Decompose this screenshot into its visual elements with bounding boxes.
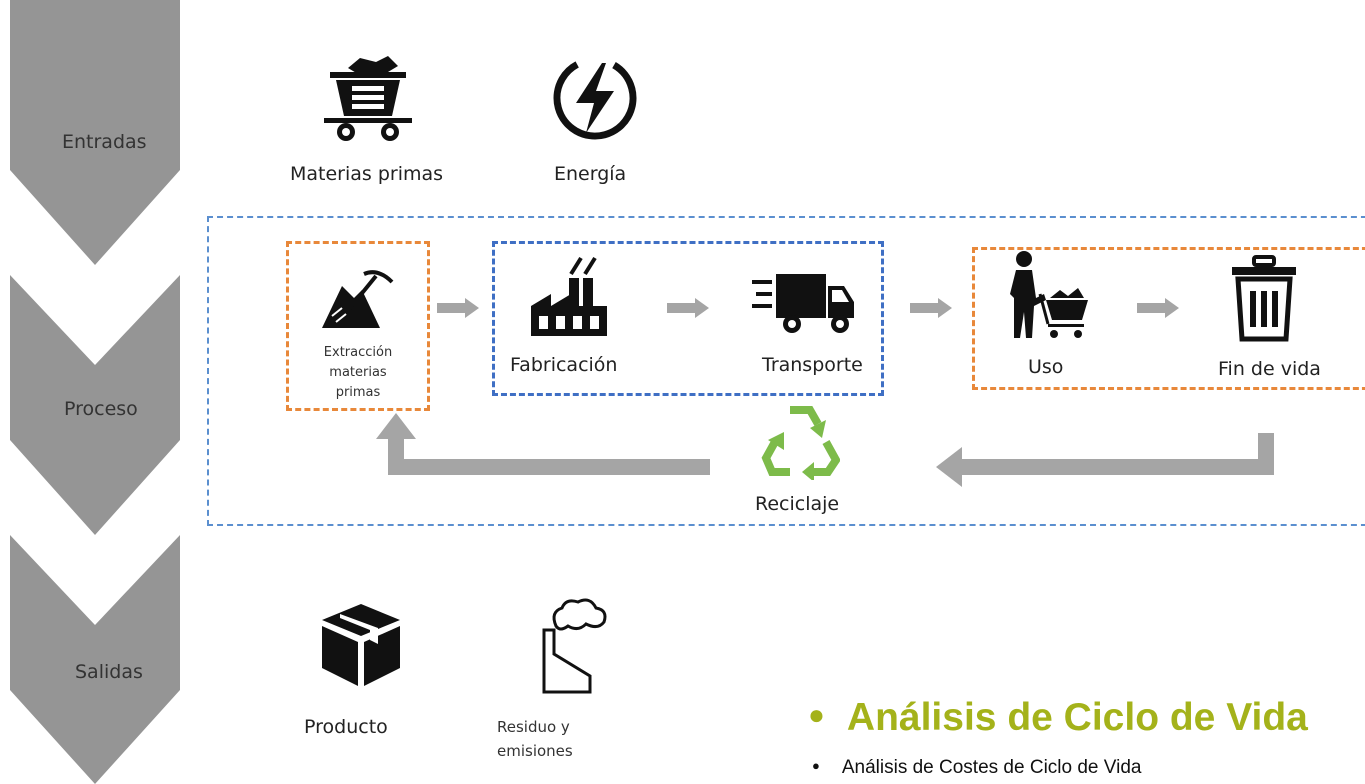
arrow-recycle-to-extraction: [376, 413, 710, 475]
label-raw-materials: Materias primas: [290, 163, 444, 185]
factory-smoke-icon: [542, 598, 607, 694]
stage-label-process: Proceso: [64, 398, 138, 420]
label-manufacturing: Fabricación: [510, 354, 618, 376]
manufacturing-transport-box: [492, 241, 884, 396]
arrow-manufacturing-to-transport: [667, 298, 709, 318]
mine-cart-icon: [324, 56, 412, 141]
bullet-title: ●Análisis de Ciclo de Vida: [808, 696, 1308, 739]
bullet-subtitle: ●Análisis de Costes de Ciclo de Vida: [812, 757, 1142, 778]
factory-icon: [531, 256, 607, 336]
chevron-outputs: [10, 535, 180, 784]
lightning-icon: [553, 56, 637, 140]
arrow-use-to-endoflife: [1137, 298, 1179, 318]
label-end-of-life: Fin de vida: [1218, 358, 1321, 380]
bullet-dot-small: ●: [812, 758, 820, 773]
mining-icon: [322, 270, 394, 328]
shopper-cart-icon: [1010, 251, 1088, 338]
label-extraction: Extracción materias primas: [323, 345, 393, 400]
label-energy: Energía: [554, 163, 627, 185]
arrow-endoflife-to-recycle: [936, 433, 1274, 487]
stage-label-outputs: Salidas: [75, 661, 143, 683]
process-frame: [207, 216, 1365, 526]
label-use: Uso: [1028, 356, 1064, 378]
label-recycling: Reciclaje: [755, 493, 840, 515]
stage-chevrons: [10, 0, 180, 784]
chevron-process: [10, 275, 180, 535]
bullet-dot: ●: [808, 699, 825, 730]
trash-bin-icon: [1232, 255, 1296, 342]
label-product: Producto: [304, 716, 388, 738]
label-transport: Transporte: [762, 354, 863, 376]
box-icon: [322, 604, 400, 686]
use-endoflife-box: [972, 247, 1365, 390]
chevron-inputs: [10, 0, 180, 265]
recycle-icon: [761, 406, 840, 480]
arrow-extraction-to-manufacturing: [437, 298, 479, 318]
arrow-transport-to-use: [910, 298, 952, 318]
truck-icon: [752, 274, 854, 333]
label-waste: Residuo y emisiones: [497, 718, 573, 760]
stage-label-inputs: Entradas: [62, 131, 147, 153]
extraction-box: [286, 241, 430, 411]
